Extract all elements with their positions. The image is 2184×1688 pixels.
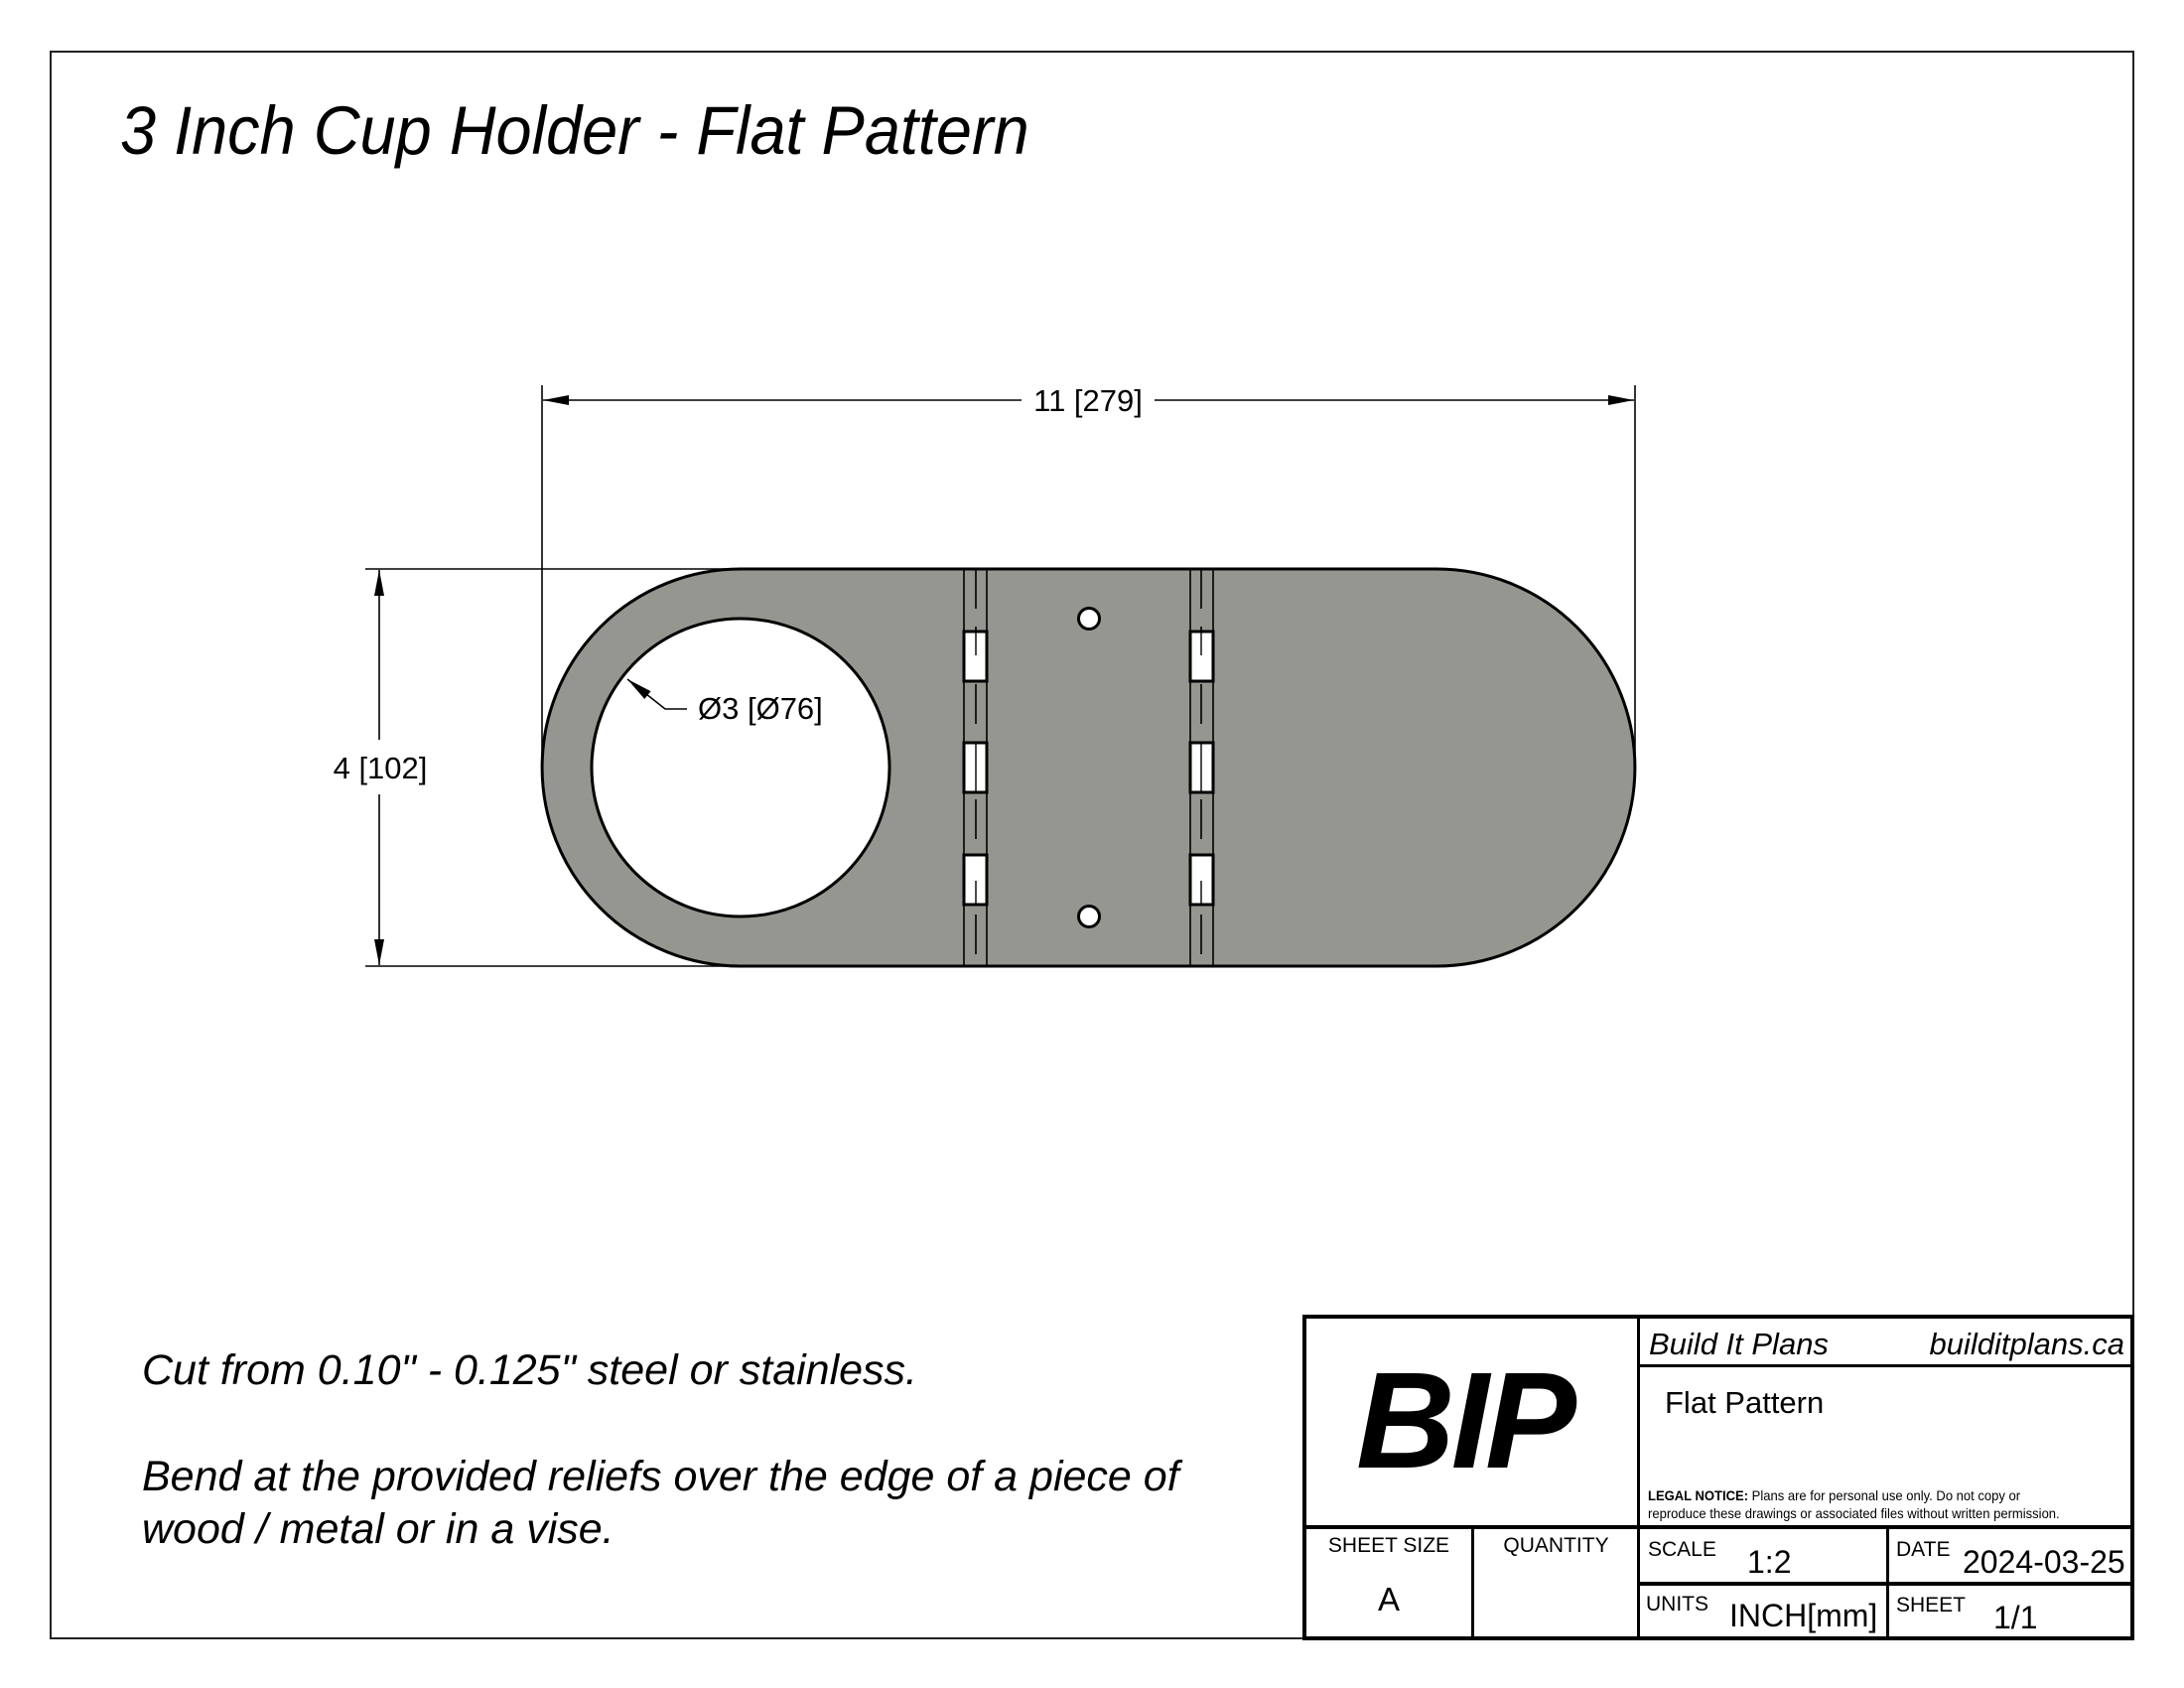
scale-label: SCALE <box>1648 1538 1716 1561</box>
dimension-height-label: 4 [102] <box>334 751 428 785</box>
note-bend-line2: wood / metal or in a vise. <box>142 1505 614 1553</box>
legal-notice-label: LEGAL NOTICE: <box>1648 1487 1749 1503</box>
scale-value: 1:2 <box>1747 1544 1792 1580</box>
units-label: UNITS <box>1646 1593 1708 1616</box>
mounting-hole-top <box>1077 607 1101 631</box>
drawing-name: Flat Pattern <box>1665 1385 1825 1420</box>
date-value: 2024-03-25 <box>1963 1544 2125 1580</box>
dimension-length <box>541 385 1636 768</box>
note-bend-line1: Bend at the provided reliefs over the ed… <box>142 1453 1179 1500</box>
legal-notice-text-2: reproduce these drawings or associated f… <box>1648 1505 2060 1521</box>
sheet-value: 1/1 <box>1993 1600 2038 1635</box>
note-material: Cut from 0.10" - 0.125" steel or stainle… <box>142 1346 917 1394</box>
mounting-holes <box>1077 607 1101 928</box>
sheet-size-value: A <box>1377 1581 1400 1618</box>
dimension-hole-leader <box>626 678 687 710</box>
title-block: BIP Build It Plans builditplans.ca Flat … <box>1302 1315 2134 1640</box>
quantity-label: QUANTITY <box>1503 1534 1609 1557</box>
dimension-length-label: 11 [279] <box>1033 383 1143 418</box>
date-label: DATE <box>1896 1538 1951 1561</box>
bip-logo: BIP <box>1356 1344 1576 1497</box>
dimension-hole-label: Ø3 [Ø76] <box>698 691 823 726</box>
company-website: builditplans.ca <box>1929 1327 2124 1361</box>
part-plate <box>540 567 1637 968</box>
relief-slots <box>962 630 1215 907</box>
sheet-size-label: SHEET SIZE <box>1327 1534 1450 1557</box>
legal-notice-text-1: Plans are for personal use only. Do not … <box>1748 1487 2021 1503</box>
units-value: INCH[mm] <box>1729 1598 1878 1633</box>
sheet-label: SHEET <box>1896 1594 1967 1617</box>
legal-notice: LEGAL NOTICE: Plans are for personal use… <box>1648 1486 2060 1522</box>
mounting-hole-bottom <box>1077 905 1101 928</box>
drawing-title: 3 Inch Cup Holder - Flat Pattern <box>120 92 1029 169</box>
slot-center-marks <box>975 632 1202 905</box>
company-name: Build It Plans <box>1649 1327 1829 1361</box>
drawing-border <box>50 51 2134 1639</box>
dimension-height <box>365 568 741 967</box>
